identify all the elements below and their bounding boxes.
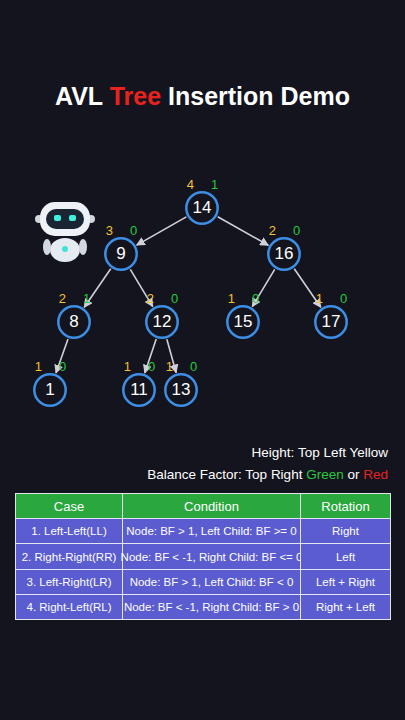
tree-node: 1220 <box>145 305 179 339</box>
node-key: 17 <box>314 305 348 339</box>
node-height: 1 <box>111 360 131 374</box>
table-cell: 2. Right-Right(RR) <box>15 543 123 570</box>
robot-eye <box>69 215 76 221</box>
legend-word: Right <box>271 467 303 482</box>
legend-word: or <box>347 467 359 482</box>
tree-node: 930 <box>104 237 138 271</box>
node-height: 1 <box>303 292 323 306</box>
node-height: 2 <box>134 292 154 306</box>
table-cell: Node: BF > 1, Left Child: BF < 0 <box>122 569 301 595</box>
legend-word: Balance <box>147 467 196 482</box>
robot-arm <box>43 239 51 255</box>
table-header-cell: Condition <box>122 493 301 519</box>
table-cell: Node: BF < -1, Right Child: BF <= 0 <box>122 543 301 570</box>
title-word: AVL <box>55 82 103 110</box>
table-cell: 4. Right-Left(RL) <box>15 594 123 620</box>
node-height: 1 <box>153 360 173 374</box>
node-key: 14 <box>185 191 219 225</box>
node-balance-factor: 1 <box>211 178 231 192</box>
legend-word: Top <box>298 445 320 460</box>
tree-node: 1710 <box>314 305 348 339</box>
table-header-cell: Rotation <box>300 493 391 519</box>
node-balance-factor: 0 <box>293 224 313 238</box>
robot-visor <box>46 209 84 229</box>
node-height: 3 <box>93 224 113 238</box>
table-cell: Right + Left <box>300 594 391 620</box>
legend-word: Yellow <box>349 445 388 460</box>
robot-illustration <box>35 202 95 262</box>
tree-node: 821 <box>57 305 91 339</box>
tree-node: 1510 <box>226 305 260 339</box>
robot-head <box>40 202 90 236</box>
robot-arm <box>79 239 87 255</box>
node-key: 13 <box>164 373 198 407</box>
tree-node: 110 <box>33 373 67 407</box>
node-key: 8 <box>57 305 91 339</box>
table-cell: Node: BF < -1, Right Child: BF > 0 <box>122 594 301 620</box>
node-height: 1 <box>215 292 235 306</box>
node-balance-factor: 0 <box>252 292 272 306</box>
legend-note: Balance Factor: Top Right Green or Red <box>147 467 388 482</box>
title-word: Tree <box>110 82 161 110</box>
table-cell: Right <box>300 518 391 544</box>
tree-edge <box>252 269 274 306</box>
legend-word: Factor: <box>200 467 242 482</box>
legend-word: Red <box>363 467 388 482</box>
table-cell: 3. Left-Right(LR) <box>15 569 123 595</box>
node-balance-factor: 0 <box>171 292 191 306</box>
node-balance-factor: 0 <box>59 360 79 374</box>
table-cell: Left <box>300 543 391 570</box>
robot-chest-light <box>62 246 68 252</box>
node-height: 4 <box>174 178 194 192</box>
node-key: 11 <box>122 373 156 407</box>
node-key: 16 <box>267 237 301 271</box>
tree-node: 1620 <box>267 237 301 271</box>
table-cell: 1. Left-Left(LL) <box>15 518 123 544</box>
node-balance-factor: 1 <box>83 292 103 306</box>
tree-node: 1110 <box>122 373 156 407</box>
node-balance-factor: 0 <box>340 292 360 306</box>
tree-edge <box>218 217 269 245</box>
robot-body <box>50 238 80 262</box>
tree-edge <box>137 217 187 245</box>
node-balance-factor: 0 <box>130 224 150 238</box>
node-key: 12 <box>145 305 179 339</box>
legend-word: Left <box>323 445 346 460</box>
legend-word: Green <box>306 467 344 482</box>
table-header-cell: Case <box>15 493 123 519</box>
title-word: Insertion <box>168 82 274 110</box>
node-height: 1 <box>22 360 42 374</box>
node-key: 9 <box>104 237 138 271</box>
legend-word: Height: <box>252 445 295 460</box>
legend-word: Top <box>245 467 267 482</box>
node-height: 2 <box>46 292 66 306</box>
node-key: 1 <box>33 373 67 407</box>
node-balance-factor: 0 <box>190 360 210 374</box>
table-cell: Left + Right <box>300 569 391 595</box>
node-key: 15 <box>226 305 260 339</box>
tree-node: 1441 <box>185 191 219 225</box>
legend-note: Height: Top Left Yellow <box>252 445 388 460</box>
robot-eye <box>54 215 61 221</box>
node-balance-factor: 0 <box>148 360 168 374</box>
table-cell: Node: BF > 1, Left Child: BF >= 0 <box>122 518 301 544</box>
title: AVL Tree Insertion Demo <box>0 82 405 111</box>
node-height: 2 <box>256 224 276 238</box>
tree-node: 1310 <box>164 373 198 407</box>
title-word: Demo <box>281 82 350 110</box>
